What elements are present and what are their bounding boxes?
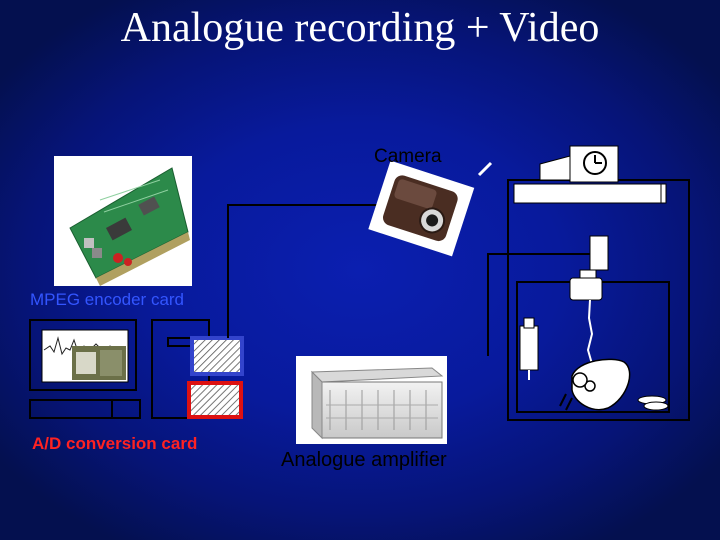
top-rail <box>513 145 667 204</box>
mpeg-card-slot <box>190 336 244 376</box>
injector <box>519 317 539 380</box>
mouse-icon <box>559 358 631 411</box>
computer-monitor <box>29 319 137 391</box>
pcb-card-photo <box>54 156 192 286</box>
electrode-holder <box>569 235 609 365</box>
keyboard <box>29 399 141 419</box>
camera-photo <box>368 160 475 257</box>
clock-icon <box>583 151 607 175</box>
camera-cable <box>227 204 388 338</box>
camera-lens-line <box>477 161 493 177</box>
ad-card-label: A/D conversion card <box>32 434 198 453</box>
slide-title: Analogue recording + Video <box>120 5 600 51</box>
amplifier-photo <box>296 356 447 444</box>
ad-card-slot <box>187 381 243 419</box>
amplifier-cable <box>487 253 592 356</box>
food-dish <box>637 395 669 411</box>
amplifier-label: Analogue amplifier <box>281 449 447 471</box>
mpeg-card-label: MPEG encoder card <box>30 290 185 309</box>
camera-label: Camera <box>374 146 442 167</box>
